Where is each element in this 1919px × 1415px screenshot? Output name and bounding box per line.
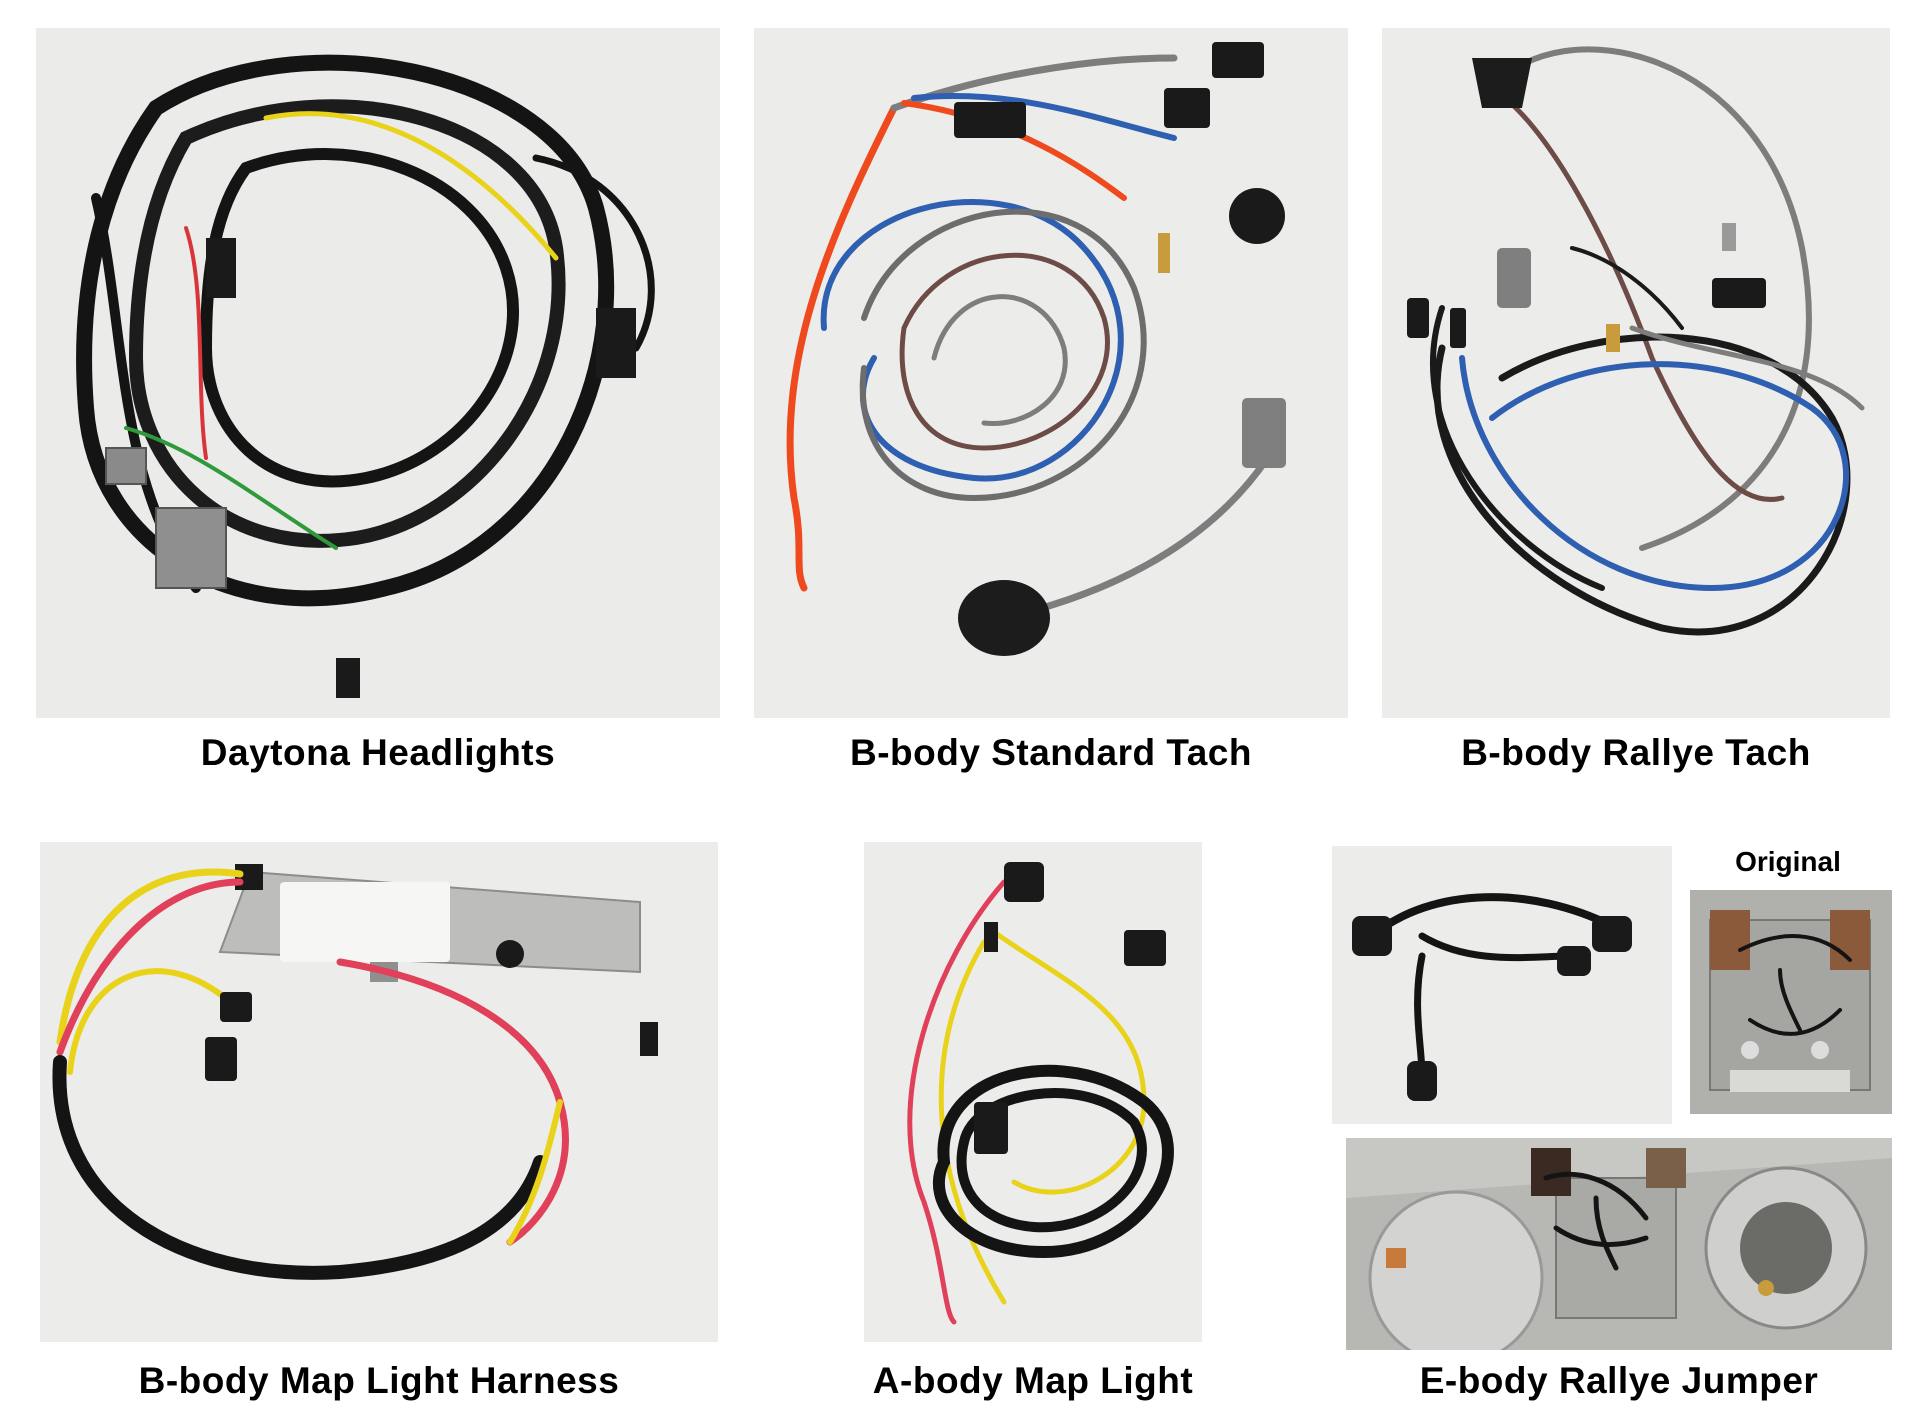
- e-body-rallye-jumper-part-photo: [1332, 846, 1672, 1124]
- e-body-cluster-photo: [1346, 1138, 1892, 1350]
- b-body-standard-tach-caption: B-body Standard Tach: [850, 732, 1252, 773]
- daytona-headlights-caption: Daytona Headlights: [200, 732, 556, 773]
- b-body-map-light-harness-caption: B-body Map Light Harness: [138, 1360, 620, 1401]
- a-body-map-light-caption: A-body Map Light: [872, 1360, 1194, 1401]
- a-body-map-light-photo: [864, 842, 1202, 1342]
- b-body-rallye-tach-photo: [1382, 28, 1890, 718]
- daytona-headlights-photo: [36, 28, 720, 718]
- b-body-map-light-harness-photo: [40, 842, 718, 1342]
- b-body-rallye-tach-caption: B-body Rallye Tach: [1461, 732, 1811, 773]
- e-body-rallye-jumper-caption: E-body Rallye Jumper: [1419, 1360, 1819, 1401]
- b-body-standard-tach-photo: [754, 28, 1348, 718]
- original-label: Original: [1735, 846, 1841, 877]
- e-body-original-photo: [1690, 890, 1892, 1114]
